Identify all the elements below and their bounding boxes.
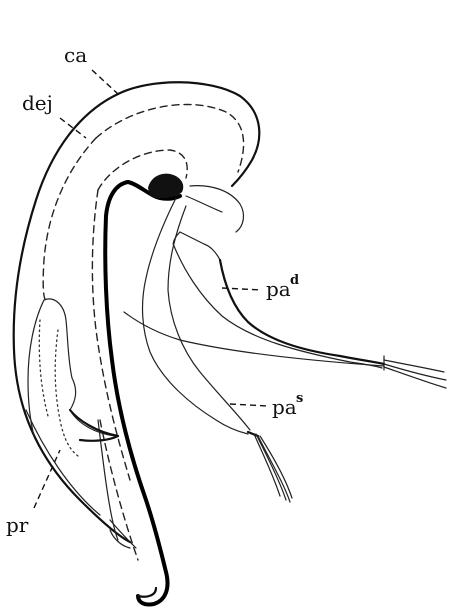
label-pa-d-superscript: d: [290, 273, 299, 288]
label-pa-d: pa: [266, 277, 291, 301]
label-ca: ca: [64, 43, 87, 67]
paramere-sinistral: [143, 198, 292, 502]
label-pa-s: pa: [272, 395, 297, 419]
label-dej: dej: [22, 91, 53, 115]
median-sclerite: [98, 182, 180, 605]
gonopore-blob: [148, 174, 183, 198]
process-pr: [28, 299, 118, 456]
label-pr: pr: [6, 513, 29, 537]
label-pa-s-superscript: s: [296, 391, 303, 406]
capsule-outline: [14, 82, 260, 548]
